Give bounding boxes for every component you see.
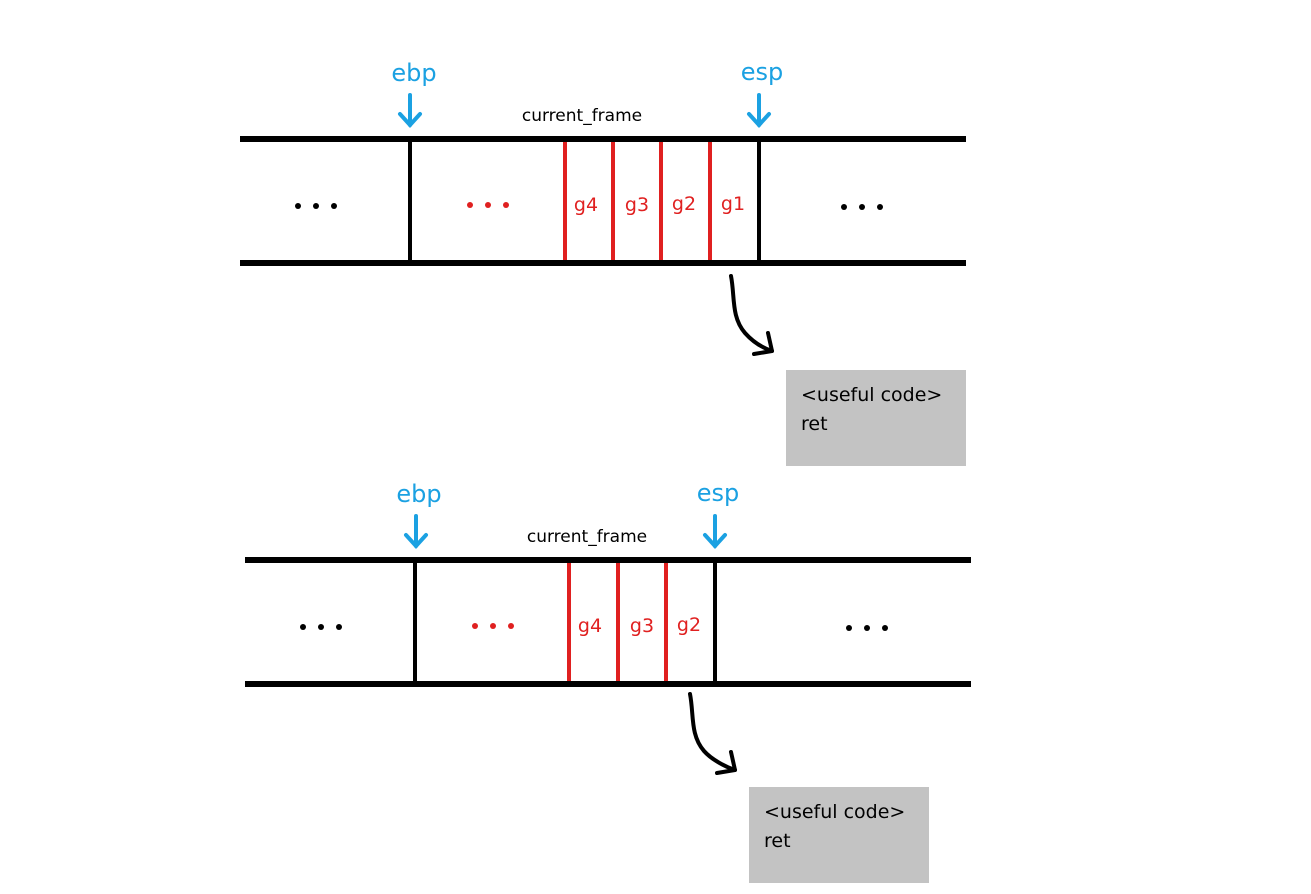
stack-bottom-border bbox=[240, 260, 966, 266]
code-line: ret bbox=[801, 413, 828, 435]
ellipsis-icon bbox=[846, 625, 888, 631]
esp-label: esp bbox=[697, 479, 740, 507]
ellipsis-icon bbox=[295, 203, 337, 209]
ebp-label: ebp bbox=[396, 480, 441, 508]
ebp-arrow-icon bbox=[398, 93, 422, 128]
slot-divider bbox=[708, 142, 712, 260]
stack-bottom-border bbox=[245, 681, 971, 687]
slot-divider bbox=[616, 563, 620, 681]
code-line: <useful code> bbox=[801, 384, 943, 406]
ellipsis-icon bbox=[841, 204, 883, 210]
esp-boundary bbox=[713, 560, 717, 684]
stack-top-border bbox=[240, 136, 966, 142]
slot-label-g2: g2 bbox=[677, 614, 701, 636]
ebp-arrow-icon bbox=[404, 514, 428, 549]
ellipsis-icon bbox=[300, 624, 342, 630]
slot-label-g2: g2 bbox=[672, 193, 696, 215]
diagram-before: ebp esp current_frame g4 g3 g2 g1 bbox=[240, 58, 966, 356]
slot-label-g1: g1 bbox=[721, 193, 745, 215]
frame-label: current_frame bbox=[522, 106, 642, 126]
slot-divider bbox=[659, 142, 663, 260]
code-line: <useful code> bbox=[764, 801, 906, 823]
diagram-after: ebp esp current_frame g4 g3 g2 bbox=[245, 479, 971, 775]
ellipsis-icon bbox=[467, 202, 509, 208]
code-line: ret bbox=[764, 830, 791, 852]
slot-label-g4: g4 bbox=[574, 194, 598, 216]
slot-divider bbox=[664, 563, 668, 681]
slot-label-g4: g4 bbox=[578, 615, 602, 637]
esp-label: esp bbox=[741, 58, 784, 86]
ebp-boundary bbox=[413, 560, 417, 684]
slot-divider bbox=[611, 142, 615, 260]
esp-boundary bbox=[757, 139, 761, 263]
slot-divider bbox=[563, 142, 567, 260]
stack-top-border bbox=[245, 557, 971, 563]
code-block: <useful code> ret bbox=[749, 787, 929, 883]
slot-label-g3: g3 bbox=[630, 615, 654, 637]
code-block: <useful code> ret bbox=[786, 370, 966, 466]
ellipsis-icon bbox=[472, 623, 514, 629]
jump-arrow-icon bbox=[729, 274, 774, 356]
esp-arrow-icon bbox=[703, 514, 727, 549]
frame-label: current_frame bbox=[527, 527, 647, 547]
ebp-label: ebp bbox=[391, 59, 436, 87]
ebp-boundary bbox=[408, 139, 412, 263]
esp-arrow-icon bbox=[747, 93, 771, 128]
slot-label-g3: g3 bbox=[625, 194, 649, 216]
jump-arrow-icon bbox=[688, 692, 737, 775]
slot-divider bbox=[567, 563, 571, 681]
